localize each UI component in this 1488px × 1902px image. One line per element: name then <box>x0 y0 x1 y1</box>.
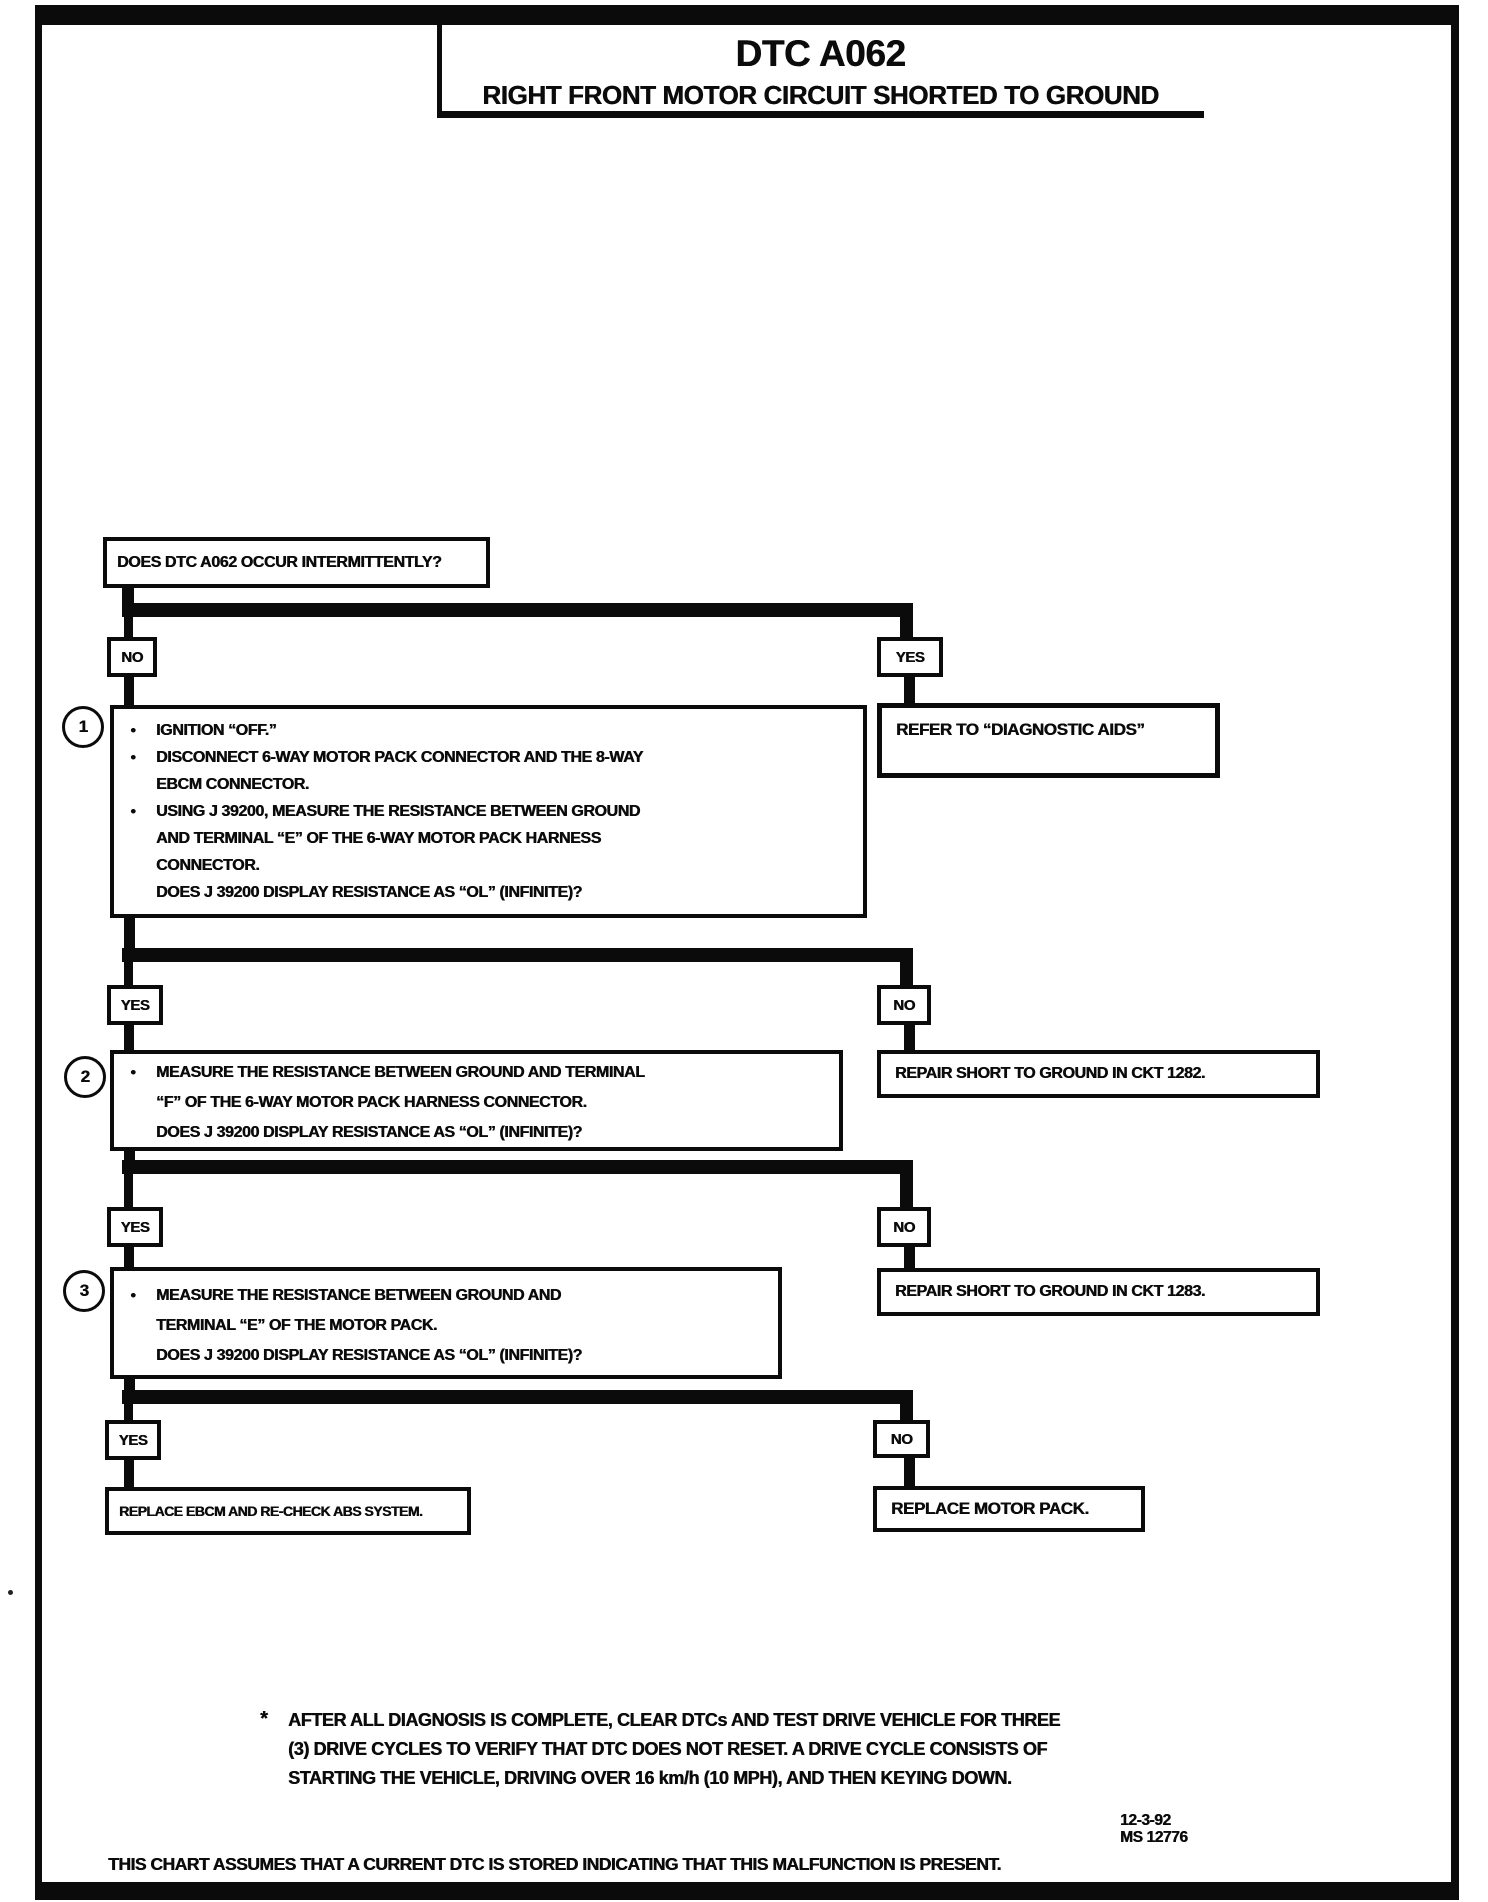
repair-ckt-1283-box: REPAIR SHORT TO GROUND IN CKT 1283. <box>877 1268 1320 1316</box>
repair-ckt-1282-box: REPAIR SHORT TO GROUND IN CKT 1282. <box>877 1050 1320 1098</box>
branch4-no-box: NO <box>873 1420 930 1458</box>
bullet-icon: ● <box>130 1067 136 1078</box>
no-label: NO <box>121 648 143 666</box>
replace-ebcm-box: REPLACE EBCM AND RE-CHECK ABS SYSTEM. <box>105 1487 471 1535</box>
step3-box: ● MEASURE THE RESISTANCE BETWEEN GROUND … <box>110 1267 782 1379</box>
start-question-text: DOES DTC A062 OCCUR INTERMITTENTLY? <box>117 553 442 571</box>
flow-connector <box>900 1172 913 1209</box>
flow-connector <box>900 1402 913 1422</box>
flow-connector <box>904 675 915 705</box>
page-border-right <box>1451 5 1459 1900</box>
page-border-top <box>35 5 1459 25</box>
branch2-yes-box: YES <box>107 985 163 1025</box>
flow-connector <box>904 1245 915 1270</box>
flow-connector <box>124 1023 134 1052</box>
no-label: NO <box>890 1430 913 1448</box>
title-block: DTC A062 RIGHT FRONT MOTOR CIRCUIT SHORT… <box>437 24 1204 110</box>
bullet-icon: ● <box>130 752 136 763</box>
step1-bullet3: ● USING J 39200, MEASURE THE RESISTANCE … <box>130 798 853 879</box>
branch3-yes-box: YES <box>107 1207 163 1247</box>
flow-connector <box>124 1172 133 1209</box>
bullet-icon: ● <box>130 1290 136 1301</box>
page-border-bottom <box>35 1882 1459 1900</box>
yes-label: YES <box>118 1431 148 1449</box>
doc-number: MS 12776 <box>1120 1829 1188 1846</box>
flow-connector <box>124 912 135 954</box>
title-box-left-border <box>437 24 442 118</box>
step1-bullet1: ● IGNITION “OFF.” <box>130 717 853 744</box>
step3-question: DOES J 39200 DISPLAY RESISTANCE AS “OL” … <box>156 1347 582 1364</box>
refer-diagnostic-aids-text: REFER TO “DIAGNOSTIC AIDS” <box>896 720 1145 739</box>
step3-bullet1: ● MEASURE THE RESISTANCE BETWEEN GROUND … <box>130 1281 768 1341</box>
branch1-yes-box: YES <box>877 637 943 677</box>
flow-connector <box>122 603 913 617</box>
flow-connector <box>904 1456 915 1488</box>
no-label: NO <box>893 996 915 1014</box>
flow-connector <box>124 615 133 640</box>
bullet-icon: ● <box>130 806 136 817</box>
page-title: RIGHT FRONT MOTOR CIRCUIT SHORTED TO GRO… <box>482 80 1159 110</box>
step2-bullet1: ● MEASURE THE RESISTANCE BETWEEN GROUND … <box>130 1058 829 1118</box>
dtc-code: DTC A062 <box>735 33 906 74</box>
step2-number-circle: 2 <box>64 1056 106 1098</box>
branch3-no-box: NO <box>877 1207 931 1247</box>
branch2-no-box: NO <box>877 985 931 1025</box>
refer-diagnostic-aids-box: REFER TO “DIAGNOSTIC AIDS” <box>877 703 1220 778</box>
step3-number-circle: 3 <box>63 1270 105 1312</box>
step1-question: DOES J 39200 DISPLAY RESISTANCE AS “OL” … <box>156 884 582 901</box>
step1-number-circle: 1 <box>62 706 104 748</box>
step1-box: ● IGNITION “OFF.” ● DISCONNECT 6-WAY MOT… <box>110 705 867 918</box>
step1-bullet2: ● DISCONNECT 6-WAY MOTOR PACK CONNECTOR … <box>130 744 853 798</box>
flow-connector <box>904 1022 915 1052</box>
footnote: AFTER ALL DIAGNOSIS IS COMPLETE, CLEAR D… <box>288 1706 1060 1793</box>
footnote-line: (3) DRIVE CYCLES TO VERIFY THAT DTC DOES… <box>288 1739 1047 1759</box>
no-label: NO <box>893 1218 915 1236</box>
footnote-line: STARTING THE VEHICLE, DRIVING OVER 16 km… <box>288 1768 1012 1788</box>
footnote-asterisk: * <box>260 1708 268 1730</box>
flow-connector <box>900 615 913 640</box>
step2-box: ● MEASURE THE RESISTANCE BETWEEN GROUND … <box>110 1050 843 1151</box>
yes-label: YES <box>120 1218 150 1236</box>
title-box-bottom-border <box>437 111 1204 118</box>
flow-connector <box>122 948 913 962</box>
doc-date: 12-3-92 <box>1120 1812 1171 1829</box>
footnote-line: AFTER ALL DIAGNOSIS IS COMPLETE, CLEAR D… <box>288 1710 1060 1730</box>
flow-connector <box>124 1376 135 1398</box>
bullet-icon: ● <box>130 725 136 736</box>
flow-connector <box>124 1402 133 1422</box>
flow-connector <box>122 1160 913 1174</box>
replace-ebcm-text: REPLACE EBCM AND RE-CHECK ABS SYSTEM. <box>119 1503 423 1519</box>
doc-stamp: 12-3-92 MS 12776 <box>1120 1812 1188 1846</box>
replace-motor-pack-text: REPLACE MOTOR PACK. <box>891 1499 1089 1518</box>
flow-connector <box>124 1245 134 1269</box>
branch4-yes-box: YES <box>105 1420 161 1460</box>
flow-connector <box>124 1458 134 1489</box>
flow-connector <box>124 960 133 987</box>
start-question-box: DOES DTC A062 OCCUR INTERMITTENTLY? <box>103 537 490 588</box>
step2-question: DOES J 39200 DISPLAY RESISTANCE AS “OL” … <box>156 1124 582 1141</box>
flow-connector <box>122 1390 913 1404</box>
repair-ckt-1283-text: REPAIR SHORT TO GROUND IN CKT 1283. <box>895 1283 1205 1300</box>
page-border-left <box>35 5 42 1900</box>
chart-assumption-text: THIS CHART ASSUMES THAT A CURRENT DTC IS… <box>108 1854 1001 1874</box>
branch1-no-box: NO <box>107 637 157 677</box>
yes-label: YES <box>120 996 150 1014</box>
flow-connector <box>124 1148 135 1168</box>
repair-ckt-1282-text: REPAIR SHORT TO GROUND IN CKT 1282. <box>895 1065 1205 1082</box>
yes-label: YES <box>895 648 925 666</box>
replace-motor-pack-box: REPLACE MOTOR PACK. <box>873 1486 1145 1532</box>
flow-connector <box>124 675 134 707</box>
scan-artifact-dot <box>8 1590 13 1595</box>
flow-connector <box>900 960 913 987</box>
